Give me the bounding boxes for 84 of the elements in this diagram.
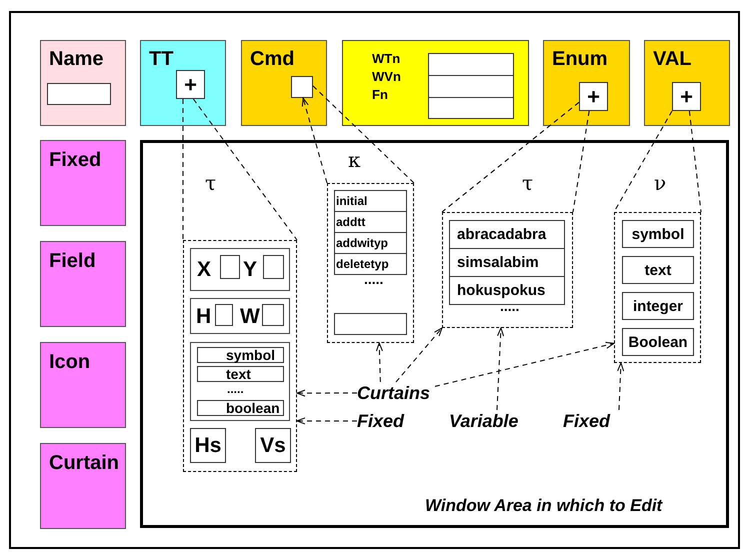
list-item: hokuspokus (449, 276, 565, 305)
text-field (428, 75, 514, 98)
curtain-outline (183, 240, 297, 472)
projection-line (192, 98, 298, 240)
list-item: simsalabim (449, 248, 565, 277)
scroll-button: Hs (190, 428, 226, 463)
arrow (434, 342, 614, 387)
list-item: boolean (197, 400, 284, 416)
caption-text: Window Area in which to Edit (425, 497, 662, 514)
arrow (296, 417, 358, 424)
greek-letter: τ (205, 173, 216, 193)
plus-button: + (176, 70, 205, 99)
arrow (302, 98, 328, 184)
list-item: abracadabra (449, 220, 565, 249)
field-label: X (197, 259, 212, 280)
panel-title: Name (49, 49, 104, 69)
palette-panel (342, 40, 529, 126)
greek-letter: τ (522, 173, 534, 193)
type-list (190, 342, 290, 421)
projection-line (182, 98, 184, 240)
text-field (428, 97, 514, 119)
annotation-text: Fixed (563, 410, 619, 432)
list-item: initial (334, 190, 407, 212)
field-row (190, 298, 290, 334)
list-item: text (622, 256, 694, 284)
annotation-text: Variable (449, 410, 529, 432)
greek-letter: κ (348, 150, 360, 170)
arrow (617, 362, 624, 410)
curtain-outline (614, 212, 701, 363)
list-item: addwityp (334, 232, 407, 254)
arrow (296, 390, 358, 397)
list-item: addtt (334, 211, 407, 233)
palette-panel (241, 40, 327, 126)
small-button (291, 76, 313, 98)
field-label: W (240, 306, 260, 327)
panel-title: Enum (552, 49, 608, 69)
field-label: WTn (372, 52, 400, 65)
list-item: symbol (622, 220, 694, 248)
list-item: integer (622, 292, 694, 320)
panel-title: VAL (653, 49, 692, 69)
annotation-text: Curtains (357, 382, 435, 404)
text-field (215, 304, 233, 326)
palette-panel (644, 40, 730, 126)
window-area (140, 140, 729, 528)
panel-title: TT (149, 49, 174, 69)
projection-line (312, 85, 414, 184)
ellipsis: ..... (227, 383, 244, 395)
text-field (220, 255, 240, 279)
list-item: Boolean (622, 328, 694, 356)
plus-button: + (672, 82, 701, 111)
field-label: Y (243, 259, 258, 280)
arrow (376, 342, 383, 382)
text-field (262, 304, 284, 326)
text-field (263, 255, 284, 279)
sidebar-button: Fixed (40, 140, 126, 226)
palette-panel (140, 40, 226, 126)
sidebar-button: Field (40, 241, 126, 327)
palette-panel (40, 40, 126, 126)
field-label: H (196, 306, 212, 327)
panel-title: Cmd (250, 49, 294, 69)
field-row (190, 248, 290, 291)
field-label: WVn (372, 70, 401, 83)
list-item: text (197, 366, 284, 382)
sidebar-button: Curtain (40, 443, 126, 529)
scroll-button: Vs (255, 428, 291, 463)
greek-letter: ν (654, 173, 666, 193)
text-field (428, 53, 514, 76)
arrow (496, 328, 504, 410)
projection-line (688, 110, 702, 212)
plus-button: + (579, 82, 608, 111)
annotation-text: Fixed (357, 410, 409, 432)
arrow (396, 328, 442, 382)
text-field (47, 83, 111, 105)
ellipsis: ..... (364, 272, 384, 286)
list-item: deletetyp (334, 253, 407, 275)
text-field (334, 313, 407, 335)
sidebar-button: Icon (40, 342, 126, 428)
field-label: Fn (372, 88, 388, 101)
list-item: symbol (197, 347, 284, 363)
palette-panel (543, 40, 630, 126)
curtain-outline (442, 212, 573, 328)
curtain-outline (327, 183, 414, 343)
projection-line (442, 102, 580, 212)
projection-line (572, 110, 590, 212)
